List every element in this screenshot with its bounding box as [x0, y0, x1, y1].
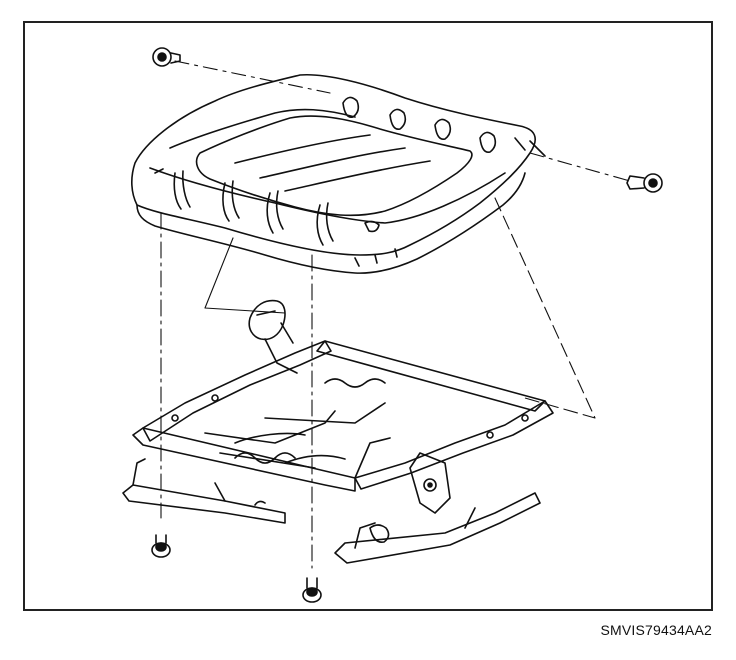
- seat-assembly-diagram: [122, 47, 663, 603]
- diagram-reference-code: SMVIS79434AA2: [600, 622, 712, 638]
- seat-cushion-icon: [131, 73, 546, 274]
- bolt-icon: [626, 173, 663, 193]
- bolt-icon: [151, 534, 171, 558]
- bolt-icon: [152, 47, 181, 67]
- exploded-diagram-frame: [23, 21, 713, 611]
- bolt-icon: [302, 577, 322, 603]
- seat-slide-rail-icon: [122, 458, 541, 564]
- leader-lines: [160, 60, 631, 569]
- seat-frame-icon: [132, 340, 554, 514]
